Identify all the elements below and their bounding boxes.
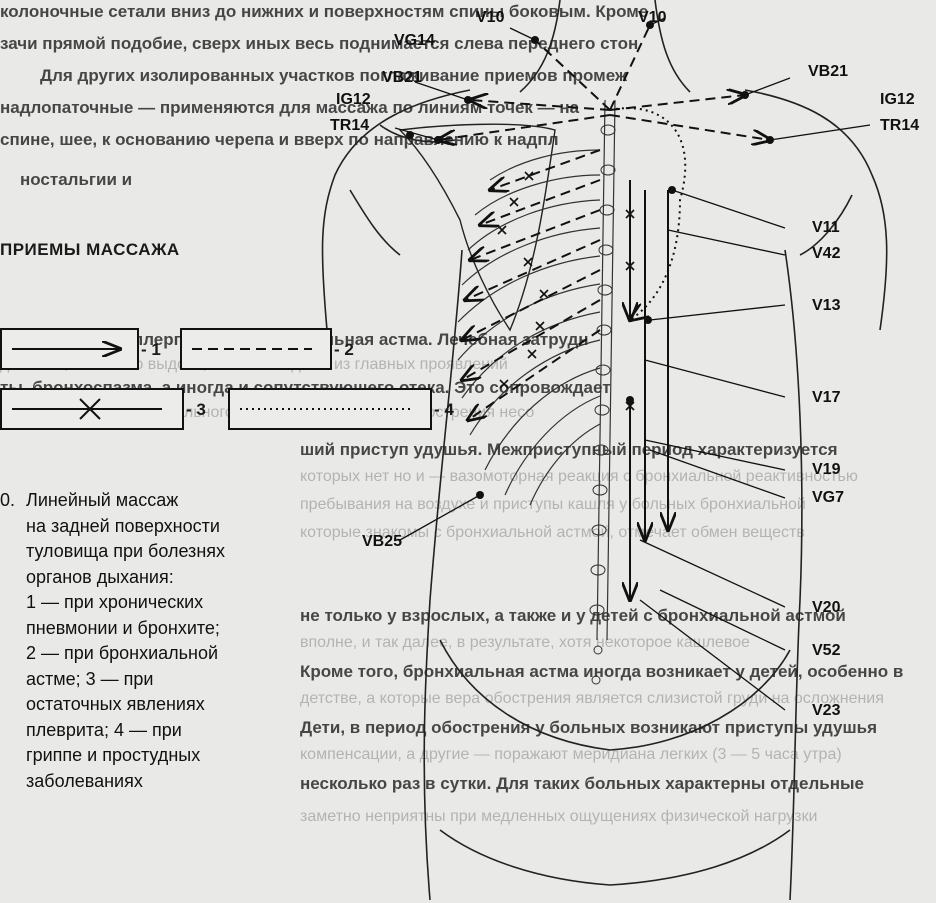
leader-lines bbox=[395, 18, 870, 710]
legend-item-4 bbox=[228, 388, 432, 430]
label-v23: V23 bbox=[812, 702, 841, 719]
label-vb21-right: VB21 bbox=[808, 63, 848, 80]
legend-item-3 bbox=[0, 388, 184, 430]
label-vg14: VG14 bbox=[394, 32, 435, 49]
label-v10-right: V10 bbox=[638, 9, 667, 26]
caption-line: туловища при болезнях bbox=[26, 539, 300, 565]
legend-item-1 bbox=[0, 328, 139, 370]
label-v11: V11 bbox=[812, 219, 840, 236]
label-vb21-left: VB21 bbox=[382, 69, 422, 86]
label-v13: V13 bbox=[812, 297, 841, 314]
caption-line: астме; 3 — при bbox=[26, 667, 300, 693]
legend-item-2 bbox=[180, 328, 332, 370]
label-tr14-left: TR14 bbox=[330, 117, 369, 134]
legend-num-3: - 3 bbox=[186, 400, 206, 420]
figure-caption: 0. Линейный массаж на задней поверхности… bbox=[0, 488, 300, 794]
label-ig12-left: IG12 bbox=[336, 91, 371, 108]
caption-line: пневмонии и бронхите; bbox=[26, 616, 300, 642]
legend-num-1: - 1 bbox=[141, 340, 161, 360]
legend-num-4: - 4 bbox=[434, 400, 454, 420]
label-vg7: VG7 bbox=[812, 489, 844, 506]
caption-line: остаточных явлениях bbox=[26, 692, 300, 718]
caption-line: заболеваниях bbox=[26, 769, 300, 795]
caption-line: плеврита; 4 — при bbox=[26, 718, 300, 744]
label-ig12-right: IG12 bbox=[880, 91, 915, 108]
caption-line: 2 — при бронхиальной bbox=[26, 641, 300, 667]
label-v52: V52 bbox=[812, 642, 841, 659]
scapula-left bbox=[400, 124, 555, 330]
label-v20: V20 bbox=[812, 599, 841, 616]
caption-line: гриппе и простудных bbox=[26, 743, 300, 769]
spine-vertebrae bbox=[590, 125, 615, 684]
caption-line: органов дыхания: bbox=[26, 565, 300, 591]
caption-line: 1 — при хронических bbox=[26, 590, 300, 616]
label-v19: V19 bbox=[812, 461, 841, 478]
label-v42: V42 bbox=[812, 245, 841, 262]
label-v17: V17 bbox=[812, 389, 841, 406]
caption-line: Линейный массаж bbox=[26, 488, 300, 514]
rib-cage bbox=[458, 150, 600, 505]
caption-number: 0. bbox=[0, 488, 15, 514]
label-vb25: VB25 bbox=[362, 533, 402, 550]
legend-num-2: - 2 bbox=[334, 340, 354, 360]
caption-line: на задней поверхности bbox=[26, 514, 300, 540]
label-v10-left: V10 bbox=[476, 9, 505, 26]
label-tr14-right: TR14 bbox=[880, 117, 919, 134]
point-labels: V10 V10 VG14 VB21 VB21 IG12 IG12 TR14 TR… bbox=[330, 9, 919, 719]
